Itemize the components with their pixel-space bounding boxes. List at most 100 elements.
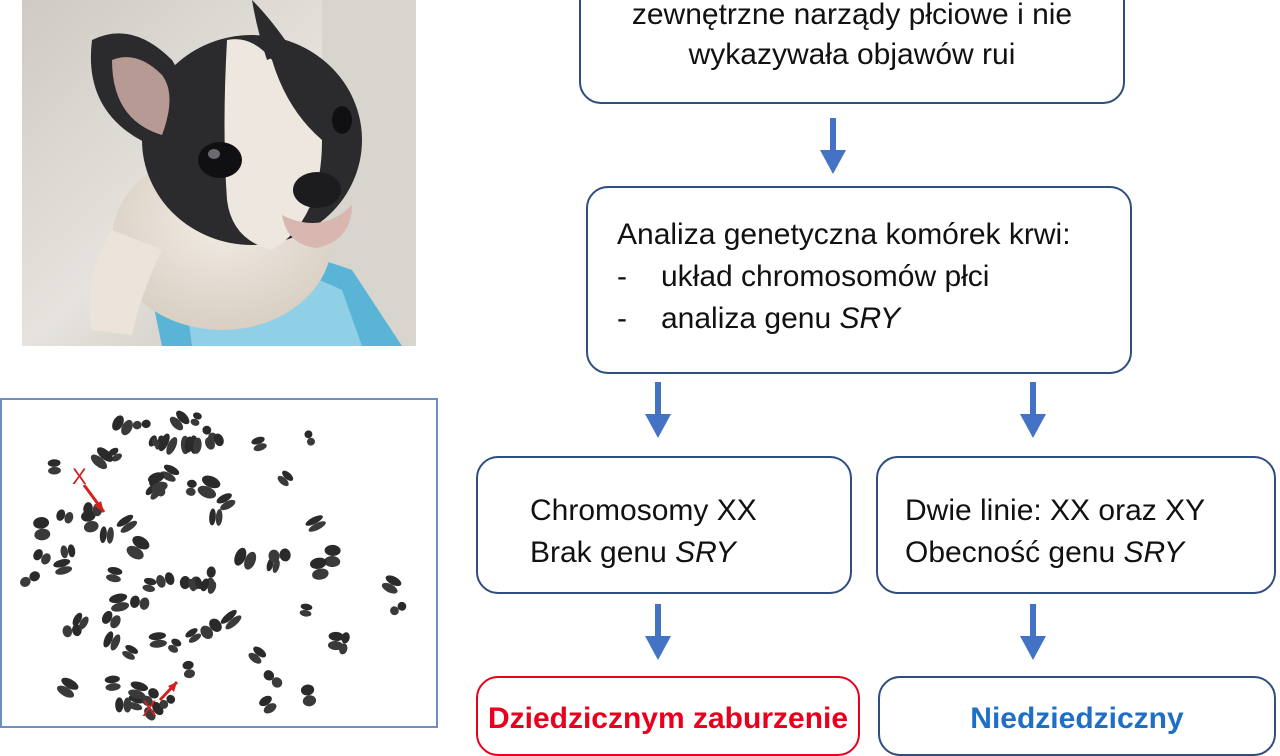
analysis-item-1: - układ chromosomów płci <box>617 256 989 298</box>
top-box-line-1: zewnętrzne narządy płciowe i nie <box>631 0 1073 31</box>
chromosome <box>126 535 150 560</box>
chromosome <box>182 660 196 679</box>
chromosome <box>104 675 121 691</box>
left-result-box <box>476 456 852 594</box>
chromosome <box>184 436 202 454</box>
chromosome <box>168 638 182 653</box>
chromosome <box>216 493 236 511</box>
chromosome <box>33 549 51 565</box>
chromosome <box>20 571 40 587</box>
gene-name: SRY <box>1123 536 1185 569</box>
chromosome <box>185 479 197 496</box>
analysis-title: Analiza genetyczna komórek krwi: <box>617 218 1071 251</box>
left-result-line-2-text: Brak genu <box>530 536 676 569</box>
arrow-down-icon <box>1020 382 1046 438</box>
gene-name: SRY <box>839 302 901 335</box>
right-result-line-2-text: Obecność genu <box>905 536 1124 569</box>
chromosome <box>90 447 114 470</box>
chromosome <box>81 510 99 533</box>
chromosome <box>147 472 168 493</box>
chromosome <box>268 548 291 563</box>
chromosome <box>324 544 341 568</box>
chromosome <box>115 697 132 713</box>
chromosome <box>108 447 122 462</box>
chromosome <box>190 412 202 426</box>
chromosome <box>185 628 202 643</box>
arrow-down-icon <box>1020 604 1046 660</box>
french-bulldog-puppy-photo-icon <box>22 0 416 346</box>
chromosome <box>106 566 123 583</box>
chromosome <box>132 419 151 430</box>
chromosome <box>101 610 121 629</box>
chromosome <box>60 544 76 559</box>
chromosome <box>103 631 121 651</box>
chromosome <box>130 595 150 610</box>
chromosome <box>56 509 74 524</box>
chromosome <box>390 601 407 616</box>
bullet: - <box>617 260 627 293</box>
analysis-item-1-text: układ chromosomów płci <box>661 260 990 293</box>
chromosome <box>128 681 149 700</box>
analysis-item-2-text: analiza genu <box>661 302 840 335</box>
right-conclusion-text: Niedziedziczny <box>970 702 1184 735</box>
chromosome <box>56 677 79 698</box>
left-result-line-2: Brak genu SRY <box>530 532 736 574</box>
chromosome <box>151 435 166 447</box>
chromosome <box>156 572 175 588</box>
chromosome <box>234 547 257 570</box>
chromosome <box>248 646 267 664</box>
chromosome <box>142 688 159 707</box>
chromosome <box>381 575 402 594</box>
chromosome <box>158 433 178 455</box>
dog-photo <box>22 0 416 346</box>
chromosome <box>304 430 315 446</box>
chromosome <box>197 475 221 499</box>
analysis-item-2: - analiza genu SRY <box>617 298 900 340</box>
chromosome <box>309 557 329 580</box>
karyotype-label-bottom: X <box>142 696 157 721</box>
karyotype-label-top: X <box>72 464 87 489</box>
chromosome <box>209 508 223 526</box>
chromosome <box>99 526 114 544</box>
chromosome <box>160 464 180 482</box>
left-conclusion-text: Dziedzicznym zaburzenie <box>487 702 849 735</box>
top-observation-box <box>579 0 1125 104</box>
chromosome <box>148 632 167 648</box>
chromosome <box>305 515 326 532</box>
chromosome-spread-icon: X X <box>20 410 407 721</box>
left-result-line-1: Chromosomy XX <box>530 494 757 527</box>
top-box-line-2: wykazywała objawów rui <box>688 38 1016 71</box>
chromosome <box>53 559 73 575</box>
chromosome <box>122 645 139 660</box>
chromosome <box>327 631 344 651</box>
chromosome <box>251 436 267 452</box>
chromosome <box>259 695 277 714</box>
chromosome <box>47 459 61 475</box>
chromosome <box>200 578 217 594</box>
chromosome <box>200 618 222 640</box>
right-result-box <box>876 456 1276 594</box>
bullet: - <box>617 302 627 335</box>
chromosome <box>109 593 130 612</box>
chromosome <box>204 433 224 450</box>
arrow-down-icon <box>645 382 671 438</box>
chromosome <box>116 514 138 533</box>
chromosome <box>33 517 51 541</box>
chromosome <box>263 670 283 688</box>
chromosome <box>169 410 190 431</box>
chromosome <box>142 577 157 592</box>
chromosome <box>220 609 242 630</box>
chromosome <box>72 612 89 630</box>
chromosome <box>112 415 133 436</box>
right-result-line-1: Dwie linie: XX oraz XY <box>905 494 1206 527</box>
chromosome <box>300 684 317 707</box>
chromosome <box>188 576 203 592</box>
arrow-down-icon <box>645 604 671 660</box>
gene-name: SRY <box>675 536 736 569</box>
chromosome <box>299 603 313 617</box>
karyotype-image: X X <box>0 398 438 728</box>
chromosome <box>159 694 176 709</box>
arrow-down-icon <box>820 118 846 174</box>
genetic-analysis-box <box>586 186 1132 374</box>
chromosome <box>277 470 294 487</box>
